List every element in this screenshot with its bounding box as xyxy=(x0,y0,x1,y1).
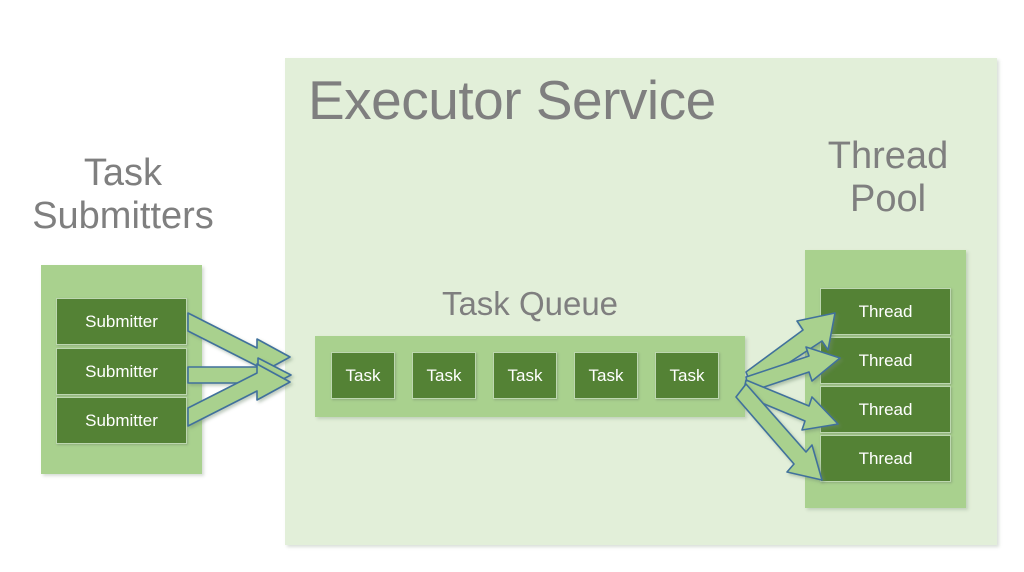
task-chip-2[interactable]: Task xyxy=(412,352,476,399)
task-queue-label: Task Queue xyxy=(441,285,619,322)
task-submitters-label-line1: Task xyxy=(83,152,163,194)
thread-chip-3[interactable]: Thread xyxy=(820,386,951,433)
arrow-submitter2-to-queue xyxy=(187,357,292,393)
thread-chip-4[interactable]: Thread xyxy=(820,435,951,482)
task-chip-3[interactable]: Task xyxy=(493,352,557,399)
thread-pool-label: Thread Pool xyxy=(798,135,978,220)
arrow-submitter3-to-queue xyxy=(187,363,291,427)
task-submitters-label: Task Submitters xyxy=(8,152,238,237)
thread-chip-1[interactable]: Thread xyxy=(820,288,951,335)
task-chip-1[interactable]: Task xyxy=(331,352,395,399)
executor-service-title: Executor Service xyxy=(308,69,716,131)
arrow-submitter1-to-queue xyxy=(187,312,291,376)
submitter-chip-2[interactable]: Submitter xyxy=(56,348,187,395)
thread-pool-label-line2: Pool xyxy=(849,177,927,220)
task-submitters-label-line2: Submitters xyxy=(32,194,214,237)
task-chip-5[interactable]: Task xyxy=(655,352,719,399)
task-chip-4[interactable]: Task xyxy=(574,352,638,399)
submitter-chip-1[interactable]: Submitter xyxy=(56,298,187,345)
submitter-chip-3[interactable]: Submitter xyxy=(56,397,187,444)
thread-chip-2[interactable]: Thread xyxy=(820,337,951,384)
thread-pool-label-line1: Thread xyxy=(827,135,949,177)
